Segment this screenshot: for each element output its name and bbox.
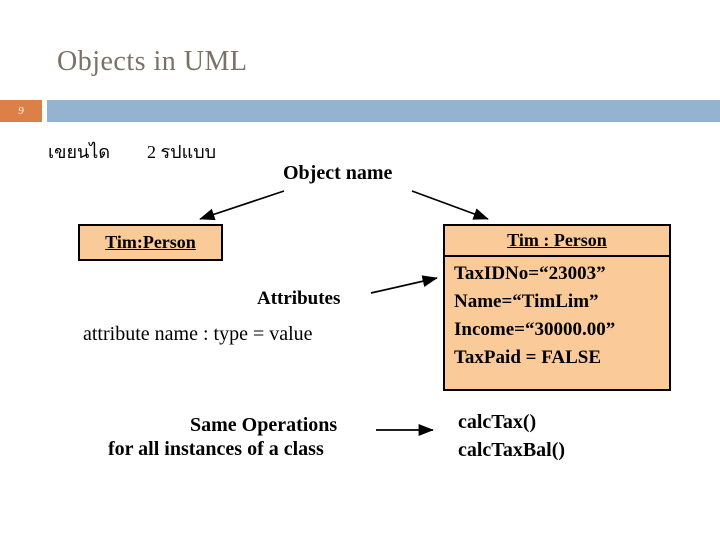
arrow-object-name-to-simple-box (199, 190, 285, 221)
thai-caption: เขยนได (48, 142, 111, 162)
uml-object-box-detailed: Tim : Person TaxIDNo=“23003” Name=“TimLi… (443, 224, 671, 391)
uml-object-detailed-attributes: TaxIDNo=“23003” Name=“TimLim” Income=“30… (445, 257, 669, 372)
page-number: 9 (18, 105, 24, 117)
slide-title: Objects in UML (57, 46, 248, 77)
uml-object-simple-title: Tim:Person (105, 232, 196, 252)
operations-caption-line2: for all instances of a class (108, 438, 324, 460)
arrow-attributes-to-detailed-box (370, 275, 438, 294)
header-divider-bar (47, 100, 720, 122)
attributes-label: Attributes (257, 288, 341, 309)
attribute-row: Name=“TimLim” (454, 291, 599, 312)
operations-caption-line1: Same Operations (190, 414, 338, 436)
arrow-object-name-to-detailed-box (411, 190, 489, 220)
page-number-badge: 9 (0, 100, 42, 122)
uml-object-detailed-title: Tim : Person (507, 230, 607, 250)
attribute-row: TaxIDNo=“23003” (454, 263, 606, 284)
attribute-syntax-text: attribute name : type = value (83, 323, 313, 345)
thai-caption-forms: 2 รปแบบ (147, 142, 217, 162)
uml-object-detailed-header: Tim : Person (445, 226, 669, 257)
uml-object-box-simple: Tim:Person (78, 224, 223, 261)
object-name-label: Object name (283, 162, 393, 184)
operation-call: calcTax() (458, 411, 537, 433)
operation-call: calcTaxBal() (458, 439, 566, 461)
attribute-row: TaxPaid = FALSE (454, 347, 602, 368)
attribute-row: Income=“30000.00” (454, 319, 616, 340)
